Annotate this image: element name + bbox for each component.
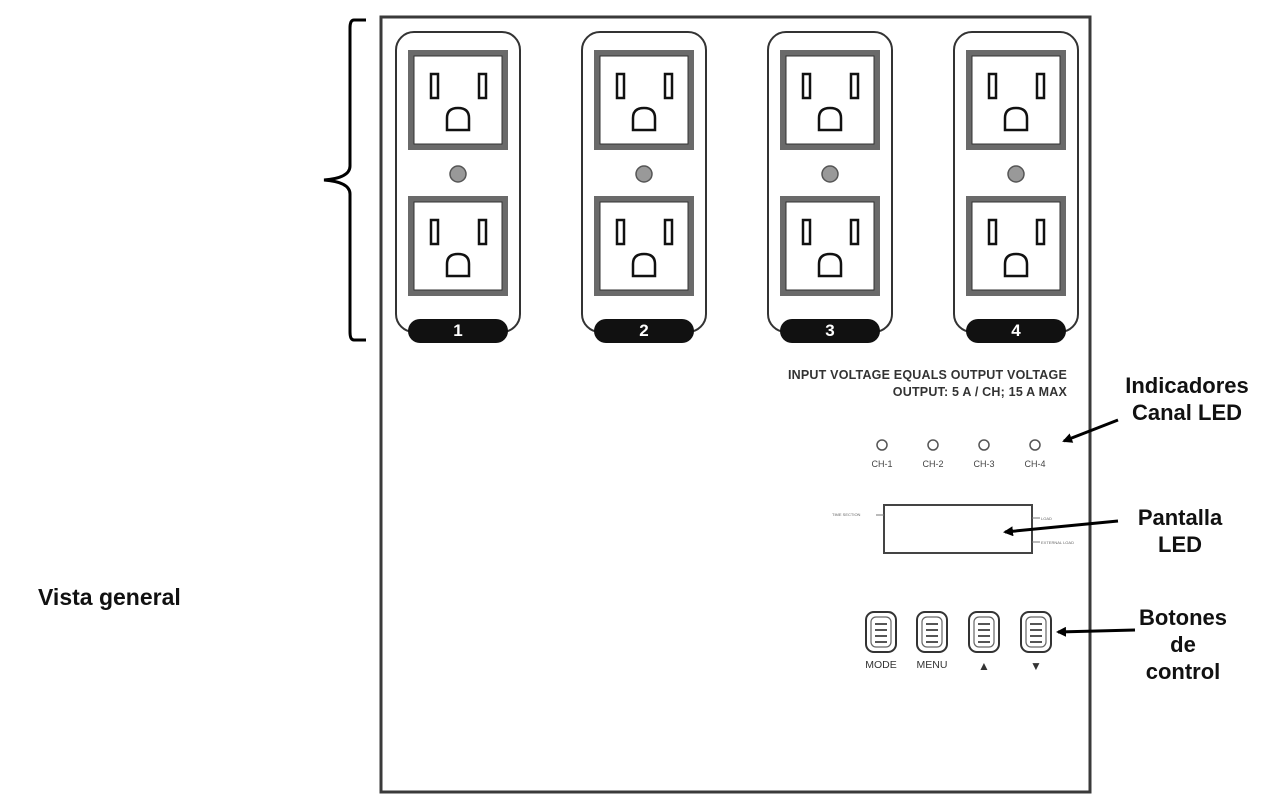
- slot-right: [1035, 218, 1046, 246]
- slot-right: [477, 218, 488, 246]
- outlet-number-pill: [966, 319, 1066, 343]
- ground-hole: [1003, 252, 1029, 278]
- page-title: Vista general: [38, 584, 181, 610]
- outlet-led-icon: [635, 165, 653, 183]
- slot-right: [663, 72, 674, 100]
- channel-label-3: CH-3: [973, 459, 995, 469]
- callout-display-line2: LED: [1158, 532, 1202, 557]
- outlet-led-icon: [1007, 165, 1025, 183]
- outlet-number-1: 1: [453, 321, 463, 340]
- outlet-module-3: [767, 31, 893, 343]
- control-button-4[interactable]: [1020, 611, 1052, 653]
- ground-hole: [631, 106, 657, 132]
- display-arrow: [1003, 519, 1119, 537]
- slot-left: [429, 218, 440, 246]
- ground-hole: [445, 106, 471, 132]
- slot-left: [615, 218, 626, 246]
- callout-display-line1: Pantalla: [1137, 505, 1223, 530]
- channel-led-icon: [876, 439, 888, 451]
- outlet-module-4: [953, 31, 1079, 343]
- button-label-3: ▲: [978, 659, 990, 673]
- voltage-notice-line1: INPUT VOLTAGE EQUALS OUTPUT VOLTAGE: [788, 368, 1067, 382]
- outlet-number-2: 2: [639, 321, 649, 340]
- ground-hole: [1003, 106, 1029, 132]
- slot-right: [477, 72, 488, 100]
- slot-left: [801, 218, 812, 246]
- button-label-4: ▼: [1030, 659, 1042, 673]
- outlet-number-pill: [408, 319, 508, 343]
- ground-hole: [817, 252, 843, 278]
- callout-controls-line1: Botones: [1139, 605, 1227, 630]
- channel-led-icon: [1029, 439, 1041, 451]
- outlet-led-icon: [821, 165, 839, 183]
- channel-label-2: CH-2: [922, 459, 944, 469]
- callout-controls-line3: control: [1145, 659, 1221, 684]
- slot-left: [987, 72, 998, 100]
- callout-controls: Botones de control: [1118, 604, 1248, 685]
- outlet-number-pill: [780, 319, 880, 343]
- screen-right-bottom-label: EXTERNAL LOAD: [1041, 540, 1074, 545]
- ground-hole: [817, 106, 843, 132]
- screen-right-top-label: LOAD: [1041, 516, 1052, 521]
- callout-indicators: Indicadores Canal LED: [1112, 372, 1262, 426]
- slot-right: [849, 72, 860, 100]
- screen-left-label: TIME SECTION: [832, 512, 861, 517]
- callout-display: Pantalla LED: [1105, 504, 1255, 558]
- control-button-3[interactable]: [968, 611, 1000, 653]
- callout-indicators-line2: Canal LED: [1131, 400, 1243, 425]
- channel-label-4: CH-4: [1024, 459, 1046, 469]
- channel-label-1: CH-1: [871, 459, 893, 469]
- channel-led-icon: [978, 439, 990, 451]
- slot-left: [615, 72, 626, 100]
- control-button-2[interactable]: [916, 611, 948, 653]
- outlet-number-3: 3: [825, 321, 835, 340]
- channel-led-icon: [927, 439, 939, 451]
- slot-right: [1035, 72, 1046, 100]
- button-label-2: MENU: [916, 659, 948, 671]
- ground-hole: [445, 252, 471, 278]
- voltage-notice-line2: OUTPUT: 5 A / CH; 15 A MAX: [892, 385, 1067, 399]
- slot-right: [849, 218, 860, 246]
- outlet-module-1: [395, 31, 521, 343]
- outlet-number-4: 4: [1011, 321, 1021, 340]
- button-label-1: MODE: [865, 659, 897, 671]
- controls-arrow: [1056, 626, 1136, 637]
- slot-left: [429, 72, 440, 100]
- outlet-group-brace: [323, 18, 366, 342]
- indicators-arrow: [1062, 418, 1119, 443]
- outlet-number-pill: [594, 319, 694, 343]
- outlet-led-icon: [449, 165, 467, 183]
- slot-left: [801, 72, 812, 100]
- slot-right: [663, 218, 674, 246]
- ground-hole: [631, 252, 657, 278]
- slot-left: [987, 218, 998, 246]
- callout-controls-line2: de: [1170, 632, 1196, 657]
- callout-indicators-line1: Indicadores: [1125, 373, 1249, 398]
- led-screen: [883, 504, 1033, 554]
- control-button-1[interactable]: [865, 611, 897, 653]
- outlet-module-2: [581, 31, 707, 343]
